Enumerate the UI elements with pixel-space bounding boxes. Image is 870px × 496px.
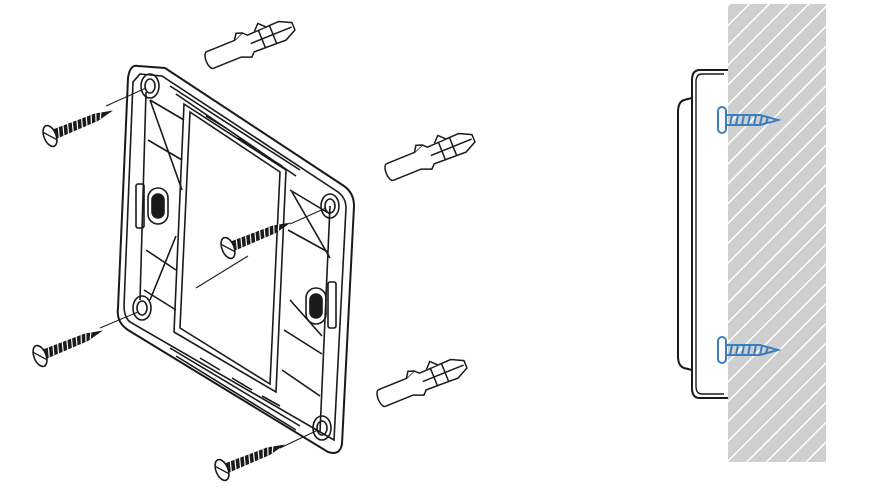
screw-bottom xyxy=(211,433,290,484)
wall xyxy=(728,4,826,462)
wall-anchor-middle xyxy=(379,122,480,187)
screw-top-left xyxy=(39,99,118,150)
wall-anchor-bottom xyxy=(371,348,472,413)
device-housing xyxy=(677,69,728,399)
guide-lines xyxy=(99,87,327,449)
screw-bottom-left xyxy=(29,319,108,370)
exploded-view xyxy=(29,10,480,484)
side-view xyxy=(677,4,826,462)
wall-anchor-top xyxy=(199,10,300,75)
mounting-plate xyxy=(116,64,356,454)
